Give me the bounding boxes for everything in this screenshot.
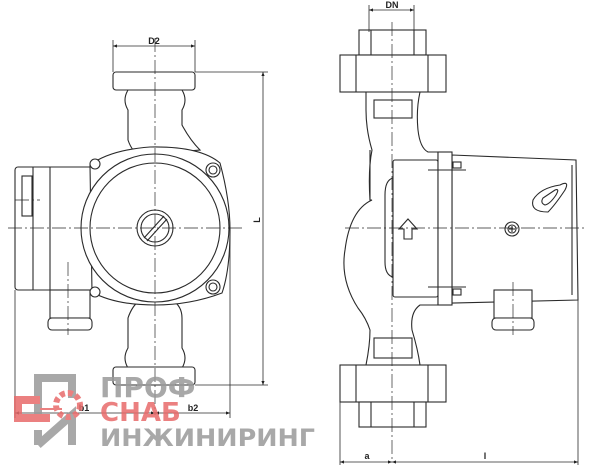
bottom-flange	[112, 366, 196, 386]
motor-flange	[437, 151, 453, 306]
bottom-nut	[358, 401, 427, 428]
label-l: l	[484, 451, 487, 461]
bolt-holes	[89, 158, 221, 298]
flow-arrow-icon	[397, 218, 419, 240]
watermark-line2: СНАБ	[100, 398, 181, 428]
upper-bore	[373, 99, 413, 119]
watermark-line1: ПРОФ	[100, 371, 196, 404]
inlet-neck	[124, 89, 202, 156]
label-a: a	[364, 451, 370, 461]
front-view: D2 L b1 b2	[8, 36, 268, 418]
label-d2: D2	[148, 36, 160, 46]
side-view: DN a l	[339, 0, 585, 465]
label-b2: b2	[188, 403, 199, 413]
lower-bore	[373, 337, 413, 359]
cable-gland	[49, 289, 91, 319]
top-nut	[358, 29, 427, 56]
watermark-line3: ИНЖИНИРИНГ	[100, 424, 315, 452]
label-dn: DN	[386, 0, 399, 10]
top-flange	[112, 71, 196, 91]
watermark-logo	[14, 374, 83, 448]
label-b1: b1	[79, 403, 90, 413]
watermark: ПРОФ СНАБ ИНЖИНИРИНГ	[14, 371, 315, 452]
label-l-height: L	[252, 217, 262, 223]
terminal-window	[21, 175, 33, 217]
